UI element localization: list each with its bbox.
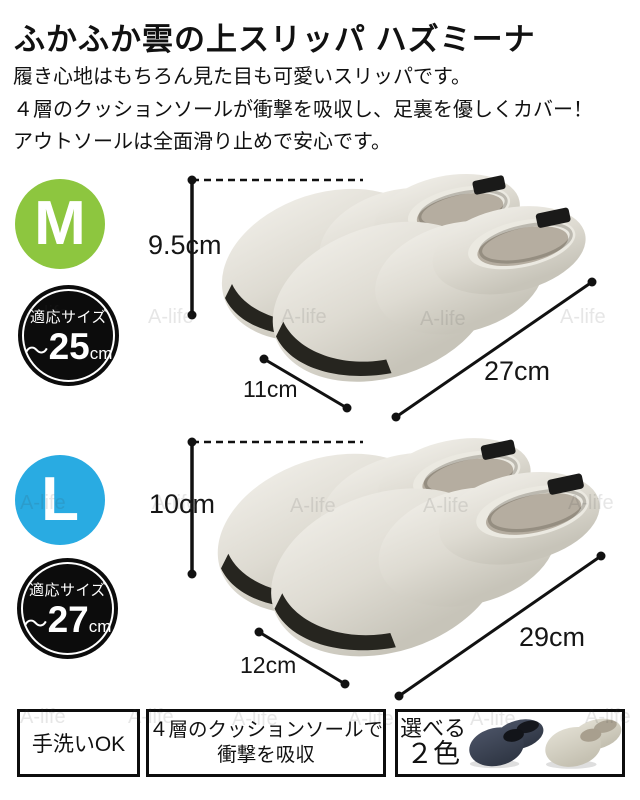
cushion-line-1: ４層のクッションソールで <box>149 719 384 741</box>
fit-size-tilde-m: ～ <box>24 338 49 365</box>
hand-wash-label: 手洗いOK <box>31 733 126 756</box>
fit-size-unit-m: cm <box>89 344 113 363</box>
size-badge-l: L <box>15 455 105 545</box>
navy-variant-thumbnail <box>469 719 544 769</box>
fit-size-unit-l: cm <box>88 617 112 636</box>
cushion-line-2: 衝撃を吸収 <box>217 744 315 766</box>
product-title: ふかふか雲の上スリッパ ハズミーナ <box>14 22 536 57</box>
fit-size-circle-l: 適応サイズ ～ 27 cm <box>17 558 118 659</box>
beige-variant-thumbnail <box>545 718 622 769</box>
description-line-1: 履き心地はもちろん見た目も可愛いスリッパです。 <box>13 66 471 88</box>
dimension-lines-m <box>187 175 597 422</box>
fit-size-label-l: 適応サイズ <box>28 582 107 599</box>
fit-size-value-l: 27 <box>47 599 89 640</box>
choose-colors-line-1: 選べる <box>400 715 467 741</box>
dimension-length-m: 27cm <box>484 356 551 386</box>
dimension-height-l: 10cm <box>149 489 216 519</box>
dimension-length-l: 29cm <box>519 622 586 652</box>
dimension-lines-l <box>187 437 606 701</box>
choose-colors-line-2: ２色 <box>406 739 461 770</box>
fit-size-value-m: 25 <box>48 326 90 367</box>
product-description: 履き心地はもちろん見た目も可愛いスリッパです。 ４層のクッションソールが衝撃を吸… <box>13 61 593 159</box>
dimension-width-l: 12cm <box>240 652 297 678</box>
feature-box-color-variants: 選べる ２色 <box>395 709 625 777</box>
dimension-height-m: 9.5cm <box>148 230 222 260</box>
feature-box-hand-wash: 手洗いOK <box>17 709 140 777</box>
fit-size-circle-m: 適応サイズ ～ 25 cm <box>18 285 119 386</box>
dimension-width-m: 11cm <box>243 376 298 402</box>
size-badge-m: M <box>15 179 105 269</box>
description-line-2: ４層のクッションソールが衝撃を吸収し、足裏を優しくカバー！ <box>13 98 593 121</box>
fit-size-tilde-l: ～ <box>23 611 48 638</box>
description-line-3: アウトソールは全面滑り止めで安心です。 <box>13 131 391 153</box>
fit-size-label-m: 適応サイズ <box>29 309 108 326</box>
feature-box-cushion: ４層のクッションソールで 衝撃を吸収 <box>146 709 386 777</box>
